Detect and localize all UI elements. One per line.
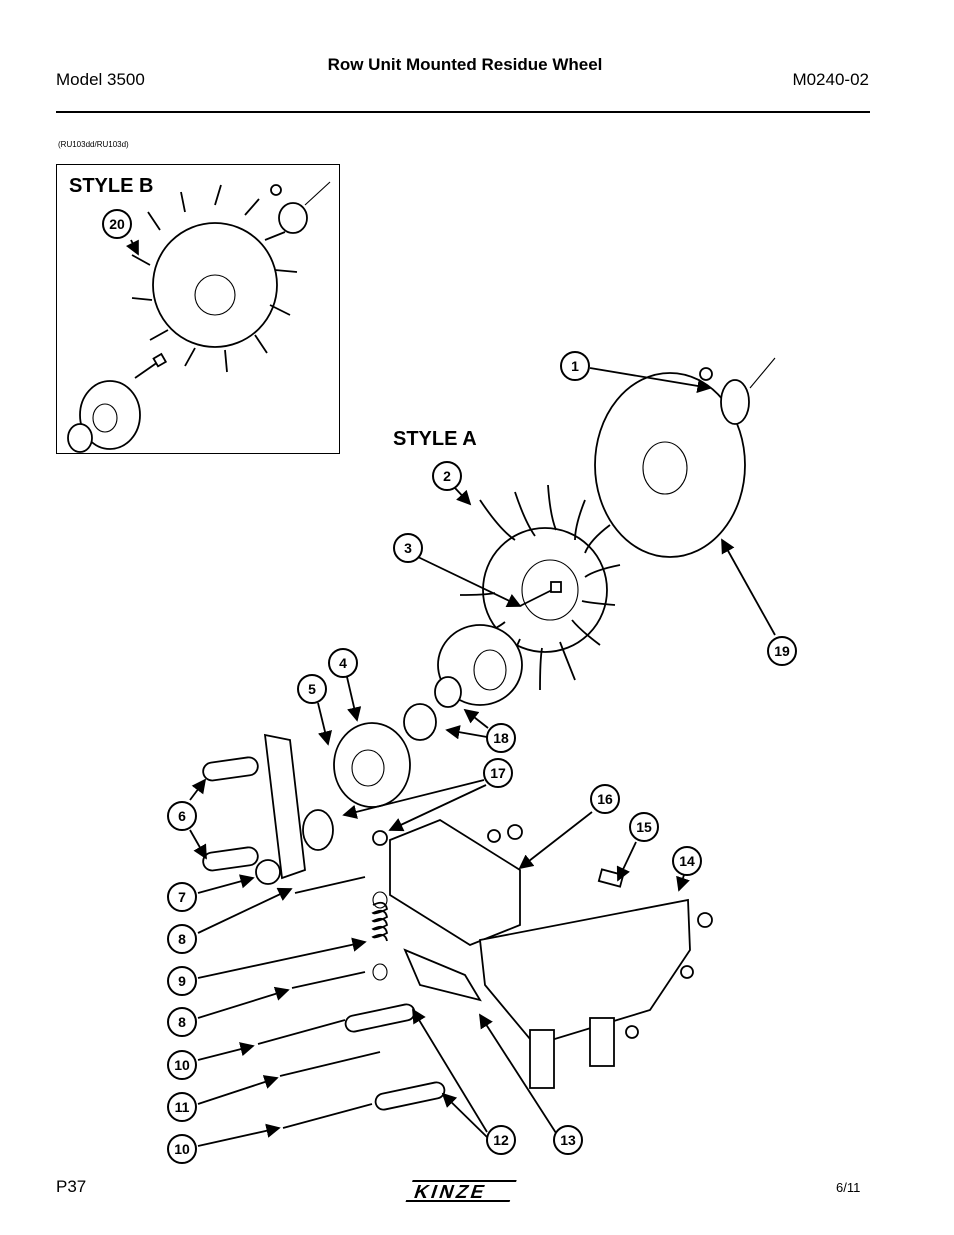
callout-14: 14 xyxy=(672,846,702,876)
svg-text:8: 8 xyxy=(178,931,186,947)
style-a-spiked-wheel xyxy=(459,484,621,691)
page-number: P37 xyxy=(56,1177,87,1196)
svg-text:12: 12 xyxy=(493,1132,509,1148)
svg-text:1: 1 xyxy=(571,358,579,374)
header-rule xyxy=(56,111,870,113)
svg-text:15: 15 xyxy=(636,819,652,835)
hub-cap xyxy=(699,357,776,425)
callout-13: 13 xyxy=(553,1125,583,1155)
style-b-label: STYLE B xyxy=(69,175,154,197)
callout-7: 7 xyxy=(167,882,197,912)
callout-9: 9 xyxy=(167,966,197,996)
svg-text:4: 4 xyxy=(339,655,347,671)
svg-text:19: 19 xyxy=(774,643,790,659)
style-b-cap-and-nut xyxy=(270,181,331,234)
callout-12: 12 xyxy=(486,1125,516,1155)
svg-text:10: 10 xyxy=(174,1057,190,1073)
svg-text:10: 10 xyxy=(174,1141,190,1157)
callout-18: 18 xyxy=(486,723,516,753)
svg-text:8: 8 xyxy=(178,1014,186,1030)
kinze-logo: KINZE xyxy=(405,1180,517,1203)
callout-10-lower: 10 xyxy=(167,1134,197,1164)
flange-plate xyxy=(333,722,411,808)
document-number: M0240-02 xyxy=(792,70,869,89)
callout-3: 3 xyxy=(393,533,423,563)
svg-text:11: 11 xyxy=(175,1099,190,1115)
figure-reference: (RU103dd/RU103d) xyxy=(58,140,129,149)
bolt-3 xyxy=(519,581,562,607)
svg-text:5: 5 xyxy=(308,681,316,697)
svg-text:17: 17 xyxy=(490,765,506,781)
callout-19: 19 xyxy=(767,636,797,666)
svg-text:2: 2 xyxy=(443,468,451,484)
callout-8-lower: 8 xyxy=(167,1007,197,1037)
style-b-hub xyxy=(67,380,141,453)
callout-11: 11 xyxy=(167,1092,197,1122)
svg-text:KINZE: KINZE xyxy=(411,1181,490,1202)
leader-lines xyxy=(125,239,776,1147)
callout-10-upper: 10 xyxy=(167,1050,197,1080)
revision-date: 6/11 xyxy=(836,1180,861,1195)
svg-text:14: 14 xyxy=(679,853,695,869)
svg-text:13: 13 xyxy=(560,1132,576,1148)
callout-16: 16 xyxy=(590,784,620,814)
svg-text:3: 3 xyxy=(404,540,412,556)
callout-8-upper: 8 xyxy=(167,924,197,954)
callout-17: 17 xyxy=(483,758,513,788)
svg-text:6: 6 xyxy=(178,808,186,824)
callout-4: 4 xyxy=(328,648,358,678)
bearing-hub xyxy=(403,624,523,741)
svg-text:18: 18 xyxy=(493,730,509,746)
callout-15: 15 xyxy=(629,812,659,842)
pivot-pins xyxy=(202,756,259,872)
residue-disc xyxy=(594,372,746,558)
svg-text:9: 9 xyxy=(178,973,186,989)
callout-1: 1 xyxy=(560,351,590,381)
page-title: Row Unit Mounted Residue Wheel xyxy=(327,55,603,74)
callout-20: 20 xyxy=(102,209,132,239)
svg-text:20: 20 xyxy=(109,216,125,232)
style-b-star-wheel xyxy=(131,184,298,373)
style-b-bolt xyxy=(134,352,168,379)
svg-text:16: 16 xyxy=(597,791,613,807)
bolts-and-spring xyxy=(257,876,446,1129)
model-label: Model 3500 xyxy=(56,70,145,89)
style-b-inset-frame xyxy=(56,164,340,454)
callout-2: 2 xyxy=(432,461,462,491)
callout-5: 5 xyxy=(297,674,327,704)
arm-bracket xyxy=(255,733,334,885)
mounting-bracket xyxy=(389,818,691,1089)
svg-text:7: 7 xyxy=(178,889,186,905)
callout-6: 6 xyxy=(167,801,197,831)
style-a-label: STYLE A xyxy=(393,428,477,450)
